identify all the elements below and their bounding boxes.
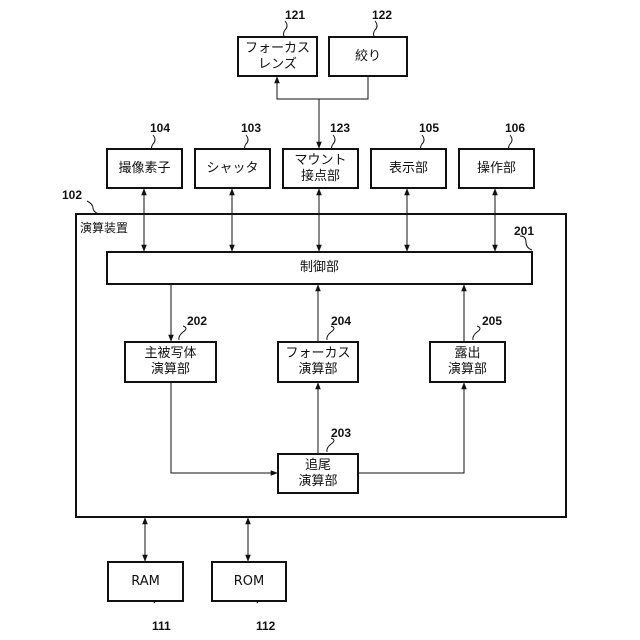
aperture-to-mount-wire — [319, 77, 368, 99]
aperture-label: 絞り — [355, 49, 381, 65]
focus-calc-line-2: 演算部 — [298, 362, 337, 378]
subject-to-tracking-wire — [171, 383, 277, 473]
rom-label: ROM — [234, 574, 264, 590]
tracking-to-exposure-wire — [359, 383, 464, 473]
exposure-line-1: 露出 — [454, 346, 480, 362]
leader-203 — [327, 438, 334, 452]
ref-204: 204 — [331, 314, 351, 328]
tracking-line-2: 演算部 — [298, 474, 337, 490]
display-block: 表示部 — [370, 148, 447, 189]
leader-201 — [520, 236, 532, 250]
control-label: 制御部 — [300, 260, 339, 276]
ram-label: RAM — [131, 574, 160, 590]
shutter-label: シャッタ — [206, 161, 258, 177]
exposure-calc-block: 露出演算部 — [429, 341, 506, 383]
subject-line-2: 演算部 — [151, 362, 190, 378]
shutter-block: シャッタ — [194, 148, 271, 189]
operation-block: 操作部 — [458, 148, 535, 189]
ref-202: 202 — [187, 314, 207, 328]
ram-block: RAM — [107, 561, 184, 602]
mount-line-1: マウント — [294, 153, 346, 169]
frame-ref: 102 — [62, 188, 82, 202]
ref-106: 106 — [505, 121, 525, 135]
ref-121: 121 — [285, 8, 305, 22]
focus-lens-block: フォーカスレンズ — [237, 36, 318, 77]
leader-204 — [327, 326, 334, 340]
leader-205 — [473, 326, 480, 340]
focus-lens-line-2: レンズ — [258, 57, 297, 73]
ref-104: 104 — [150, 121, 170, 135]
ref-103: 103 — [241, 121, 261, 135]
leader-202 — [179, 326, 186, 340]
ref-112: 112 — [256, 619, 275, 633]
focus-calc-line-1: フォーカス — [285, 346, 350, 362]
mount-line-2: 接点部 — [301, 169, 340, 185]
display-label: 表示部 — [389, 161, 428, 177]
control-block: 制御部 — [106, 251, 533, 285]
subject-calc-block: 主被写体演算部 — [124, 341, 217, 383]
ref-203: 203 — [331, 426, 351, 440]
tracking-line-1: 追尾 — [305, 458, 331, 474]
focus-calc-block: フォーカス演算部 — [277, 341, 359, 383]
imager-label: 撮像素子 — [118, 161, 170, 177]
ref-201: 201 — [514, 224, 534, 238]
focus-lens-line-1: フォーカス — [245, 41, 310, 57]
rom-block: ROM — [211, 561, 287, 602]
imager-block: 撮像素子 — [106, 148, 183, 189]
ref-123: 123 — [330, 121, 350, 135]
aperture-block: 絞り — [328, 36, 408, 77]
leader-102 — [87, 201, 99, 214]
ref-105: 105 — [419, 121, 439, 135]
ref-122: 122 — [372, 8, 392, 22]
lens-to-mount-wire — [277, 77, 319, 99]
exposure-line-2: 演算部 — [448, 362, 487, 378]
subject-line-1: 主被写体 — [144, 346, 196, 362]
ref-111: 111 — [152, 619, 171, 633]
frame-title: 演算装置 — [80, 219, 128, 236]
ref-205: 205 — [482, 314, 502, 328]
mount-block: マウント接点部 — [282, 148, 359, 189]
operation-label: 操作部 — [477, 161, 516, 177]
tracking-calc-block: 追尾演算部 — [277, 453, 359, 494]
